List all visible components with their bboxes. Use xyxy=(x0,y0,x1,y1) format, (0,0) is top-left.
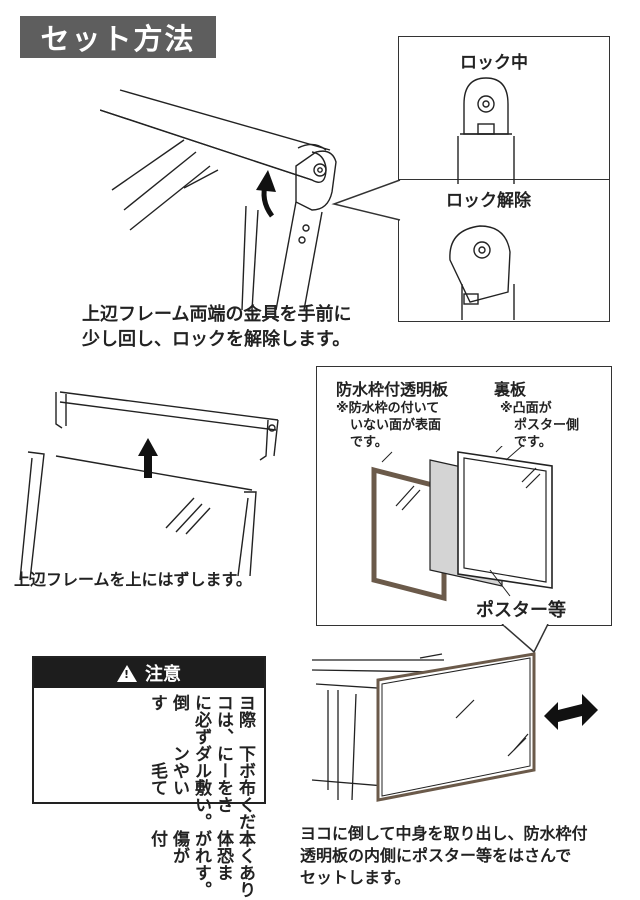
lock-locked-illustration xyxy=(457,77,515,184)
step1-caption-line1: 上辺フレーム両端の金具を手前に xyxy=(82,304,352,325)
section-title: セット方法 xyxy=(20,16,216,58)
lock-callout-pointer xyxy=(331,179,401,221)
clear-panel-note-3: です。 xyxy=(350,435,388,450)
step3-caption-line3: セットします。 xyxy=(300,868,411,887)
warning-col-1: ヨコに倒す xyxy=(147,694,255,711)
lock-locked-label: ロック中 xyxy=(460,53,528,73)
layer-exploded-illustration xyxy=(371,446,553,602)
back-board-note-1: ※凸面が xyxy=(500,401,552,416)
warning-text: ヨコに倒す 際は、必ず 下にダン ボールや毛 布を敷いて ください。 本体が傷付… xyxy=(42,694,256,898)
back-board-label: 裏板 xyxy=(494,380,527,399)
warning-col-2: 際は、必ず xyxy=(191,711,255,745)
step3-frame-illustration xyxy=(311,652,598,802)
warning-col-4: ボールや毛 xyxy=(147,762,255,779)
step2-caption: 上辺フレームを上にはずします。 xyxy=(14,570,252,589)
lock-unlocked-label: ロック解除 xyxy=(446,191,531,211)
step1-caption-line2: 少し回し、ロックを解除します。 xyxy=(82,329,351,350)
lock-panel-divider xyxy=(399,179,609,180)
layer-panel xyxy=(316,366,612,626)
warning-col-9: あります。 xyxy=(191,864,255,898)
back-board-note-3: です。 xyxy=(514,435,552,450)
warning-header: ! 注意 xyxy=(34,658,264,688)
clear-panel-label: 防水枠付透明板 xyxy=(336,380,449,399)
warning-col-6: ください。 xyxy=(191,796,255,830)
layer-callout-pointer xyxy=(501,624,549,654)
lock-state-panel xyxy=(398,36,610,322)
step3-caption-line1: ヨコに倒して中身を取り出し、防水枠付 xyxy=(300,824,588,843)
warning-col-3: 下にダン xyxy=(169,745,255,762)
warning-col-8: く恐れが xyxy=(169,847,255,864)
warning-col-7: 本体が傷付 xyxy=(147,830,255,847)
lock-unlocked-illustration xyxy=(449,225,515,320)
clear-panel-note-1: ※防水枠の付いて xyxy=(336,401,440,416)
warning-icon: ! xyxy=(117,664,137,682)
back-board-note-2: ポスター側 xyxy=(514,418,580,433)
warning-box: ! 注意 ヨコに倒す 際は、必ず 下にダン ボールや毛 布を敷いて ください。 … xyxy=(32,656,266,898)
step3-caption-line2: 透明板の内側にポスター等をはさんで xyxy=(300,846,572,865)
step2-frame-illustration xyxy=(19,391,279,580)
step1-frame-illustration xyxy=(100,89,337,310)
warning-col-5: 布を敷いて xyxy=(147,779,255,796)
poster-label: ポスター等 xyxy=(476,600,566,621)
warning-title: 注意 xyxy=(145,664,181,685)
clear-panel-note-2: いない面が表面 xyxy=(350,418,442,433)
